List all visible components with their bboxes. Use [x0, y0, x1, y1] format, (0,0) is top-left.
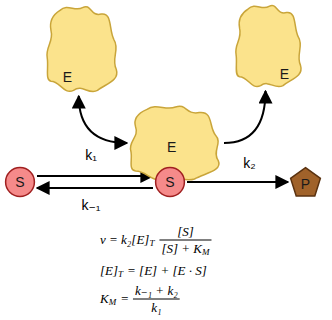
- blob-shape: [47, 7, 117, 92]
- reaction-arrow: [224, 91, 266, 143]
- reaction-arrow: [37, 175, 153, 177]
- circle-shape: [6, 168, 35, 197]
- reaction-arrow: [187, 181, 288, 183]
- node-label: E: [280, 67, 289, 81]
- pentagon-shape: [291, 168, 321, 197]
- blob-outline: [234, 2, 304, 90]
- rate-constant: k₋₁: [81, 198, 100, 212]
- rate-constant: k₁: [85, 148, 97, 162]
- equation-term: [S] + K: [161, 242, 202, 255]
- equation-term: T: [118, 270, 123, 279]
- fraction-bar: [133, 299, 180, 300]
- equation-term: [S]: [177, 225, 194, 238]
- fraction-bar: [159, 240, 211, 241]
- substrate-circle: S: [155, 167, 185, 197]
- node-label: P: [301, 177, 310, 191]
- equation-term: M: [109, 298, 117, 307]
- enzyme-blob: E: [234, 2, 304, 90]
- rate-constant: k₂: [243, 156, 255, 170]
- substrate-circle: S: [5, 167, 35, 197]
- equation-term: k₁: [151, 301, 161, 314]
- blob-outline: [45, 3, 120, 95]
- equation-term: [E]: [100, 264, 118, 277]
- node-label: S: [165, 175, 174, 189]
- reaction-arrow: [37, 187, 153, 189]
- equation-term: M: [202, 248, 210, 257]
- node-label: E: [63, 70, 72, 84]
- equation-term: T: [149, 239, 154, 248]
- equation-term: v = k₂[E]: [100, 233, 149, 246]
- equation-term: =: [120, 292, 129, 305]
- equation-term: K: [100, 292, 109, 305]
- product-pentagon: P: [290, 167, 321, 197]
- reaction-arrow: [79, 96, 127, 143]
- equation-term: = [E] + [E · S]: [127, 264, 207, 277]
- enzyme-blob: E: [45, 3, 120, 95]
- circle-shape: [156, 168, 185, 197]
- equation-term: k₋₁ + k₂: [135, 284, 178, 297]
- blob-shape: [236, 5, 301, 86]
- node-label: E: [167, 140, 176, 154]
- node-label: S: [15, 175, 24, 189]
